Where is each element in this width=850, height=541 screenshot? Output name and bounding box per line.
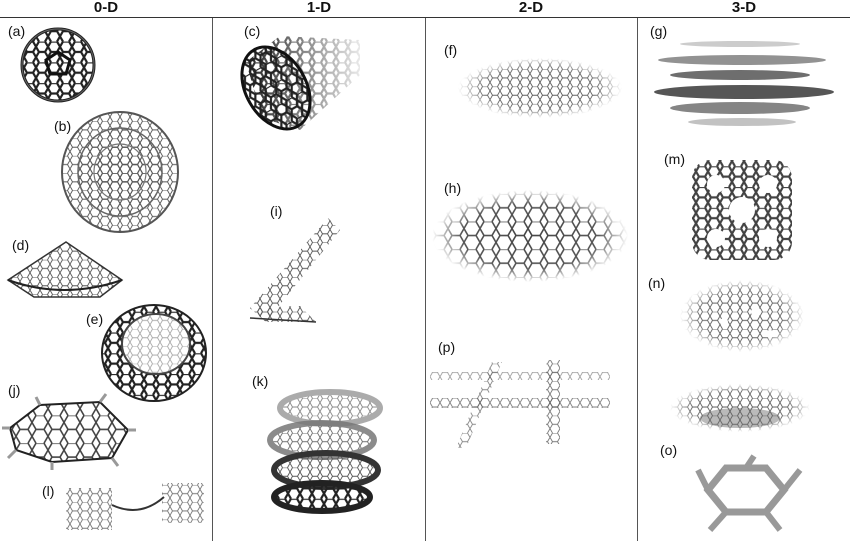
nanotube bbox=[240, 36, 360, 131]
crossing-nanoribbons bbox=[430, 360, 610, 448]
porous-graphene-sponge bbox=[670, 280, 810, 432]
column-header-0d: 0-D bbox=[93, 0, 119, 16]
graphene-flake-molecule bbox=[2, 393, 136, 470]
panel-label-f: (f) bbox=[444, 42, 458, 58]
panel-label-m: (m) bbox=[664, 151, 685, 167]
connected-graphene-flakes bbox=[66, 483, 204, 530]
fullerene-c60 bbox=[20, 27, 96, 103]
nanotorus bbox=[101, 304, 207, 402]
panel-label-d: (d) bbox=[12, 237, 30, 253]
pillared-graphene-frame bbox=[695, 454, 803, 532]
panel-label-h: (h) bbox=[444, 180, 462, 196]
panel-label-k: (k) bbox=[252, 373, 269, 389]
column-divider-3 bbox=[637, 18, 638, 541]
nanoribbon bbox=[249, 218, 340, 323]
nanocone bbox=[6, 241, 124, 298]
column-header-1d: 1-D bbox=[306, 0, 332, 16]
carbon-onion bbox=[61, 111, 179, 233]
graphene-sheet-small bbox=[458, 58, 622, 118]
3d-carbon-network bbox=[692, 160, 792, 260]
panel-label-a: (a) bbox=[8, 23, 26, 39]
panel-label-l: (l) bbox=[42, 483, 55, 499]
column-header-2d: 2-D bbox=[518, 0, 544, 16]
header-divider bbox=[0, 17, 850, 18]
panel-label-j: (j) bbox=[8, 382, 21, 398]
column-divider-2 bbox=[425, 18, 426, 541]
panel-label-b: (b) bbox=[54, 118, 72, 134]
panel-label-c: (c) bbox=[244, 23, 261, 39]
panel-label-p: (p) bbox=[438, 339, 456, 355]
panel-label-e: (e) bbox=[86, 311, 104, 327]
panel-label-g: (g) bbox=[650, 23, 668, 39]
panel-label-n: (n) bbox=[648, 275, 666, 291]
helical-nanotube bbox=[267, 389, 383, 514]
graphite-stack bbox=[654, 41, 834, 126]
graphene-sheet-large bbox=[432, 190, 628, 282]
panel-label-i: (i) bbox=[270, 203, 283, 219]
panel-label-o: (o) bbox=[660, 442, 678, 458]
column-divider-1 bbox=[212, 18, 213, 541]
column-header-3d: 3-D bbox=[731, 0, 757, 16]
